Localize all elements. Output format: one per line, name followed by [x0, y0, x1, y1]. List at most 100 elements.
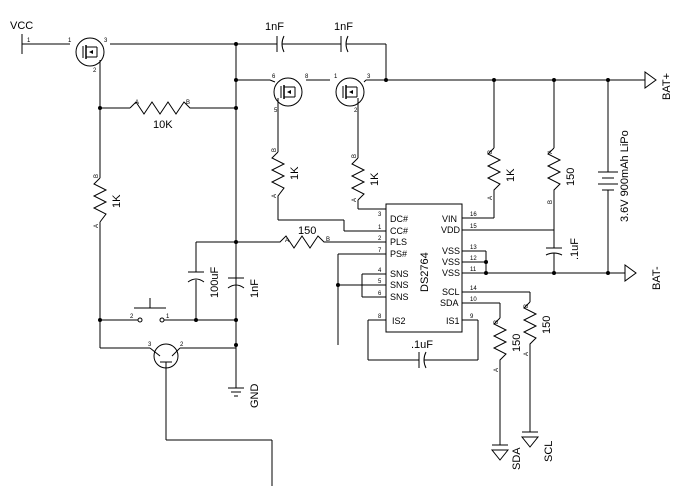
pin-mark: 6	[272, 74, 276, 80]
battery	[598, 171, 618, 196]
chip-pin-name: VSS	[442, 268, 460, 278]
chip-pin-name: VDD	[441, 225, 461, 235]
resistor-150-sda	[492, 317, 508, 370]
resistor-1k-right-value: 1K	[505, 168, 517, 182]
chip-pin-num: 14	[470, 286, 477, 292]
pin-mark: 8	[305, 74, 309, 80]
chip-name: DS2764	[419, 252, 431, 292]
wires	[21, 34, 645, 486]
resistor-10k	[129, 101, 194, 115]
pin-mark: A	[488, 196, 494, 200]
bat-plus-label: BAT+	[661, 73, 673, 100]
chip-pin-num: 12	[470, 256, 477, 262]
mosfet-top-left	[75, 37, 105, 67]
chip-pin-num: 11	[470, 267, 477, 273]
resistor-1k-left	[92, 177, 108, 223]
pin-mark: 5	[274, 108, 278, 114]
pin-mark: 1	[68, 38, 72, 44]
pin-mark: 3	[148, 342, 152, 348]
capacitor-top-1-value: 1nF	[265, 21, 284, 33]
pin-mark: B	[326, 237, 330, 243]
resistor-150-pls-value: 150	[298, 225, 316, 237]
mosfet-middle-1	[273, 77, 303, 107]
chip-pin-num: 9	[470, 314, 474, 320]
pin-mark: 3	[104, 38, 108, 44]
scl-port	[520, 431, 540, 448]
chip-pin-num: 7	[378, 248, 382, 254]
chip-pin-num: 5	[378, 279, 382, 285]
ground-symbol	[228, 387, 244, 397]
chip-pin-name: SNS	[390, 269, 409, 279]
sda-label: SDA	[511, 447, 523, 470]
resistor-1k-right	[486, 147, 502, 196]
capacitor-top-2-value: 1nF	[334, 21, 353, 33]
chip-pin-name: IS2	[392, 316, 406, 326]
chip-pin-num: 1	[378, 225, 382, 231]
chip-pin-name: PS#	[390, 249, 407, 259]
capacitor-1nf-low	[227, 277, 245, 289]
chip-pin-num: 4	[378, 268, 382, 274]
sda-port	[490, 444, 510, 461]
vcc-label: VCC	[10, 20, 33, 32]
bat-minus-label: BAT-	[651, 266, 663, 290]
pin-mark: 1	[27, 38, 31, 44]
capacitor-100uf	[187, 271, 205, 300]
pin-mark: 3	[367, 74, 371, 80]
chip-pin-name: SNS	[390, 292, 409, 302]
pin-mark: B	[524, 304, 530, 308]
pin-mark: 1	[166, 314, 170, 320]
resistor-150-scl-value: 150	[541, 316, 553, 334]
pin-mark: A	[494, 368, 500, 372]
pin-mark: A	[524, 352, 530, 356]
chip-pin-name: VIN	[442, 214, 457, 224]
npn-transistor	[149, 343, 181, 369]
pin-mark: A	[352, 198, 358, 202]
scl-label: SCL	[543, 441, 555, 462]
pin-mark: B	[548, 200, 554, 204]
resistor-150-right-value: 150	[565, 168, 577, 186]
pin-mark: 2	[354, 108, 358, 114]
chip-pin-num: 8	[378, 314, 382, 320]
pin-mark: A	[548, 150, 554, 154]
chip-pin-name: VSS	[442, 257, 460, 267]
capacitor-1nf-low-value: 1nF	[249, 279, 261, 298]
capacitor-vdd-value: .1uF	[569, 238, 581, 260]
chip-pin-num: 15	[470, 224, 477, 230]
pin-mark: B	[272, 148, 278, 152]
chip-pin-num: 2	[378, 236, 382, 242]
resistor-1k-mid-1-value: 1K	[289, 166, 301, 180]
battery-label: 3.6V 900mAh LiPo	[619, 130, 631, 222]
ds2764-chip	[385, 203, 463, 333]
capacitor-vdd	[545, 236, 563, 262]
pin-mark: 2	[130, 314, 134, 320]
chip-pin-name: DC#	[390, 214, 408, 224]
pin-mark: B	[186, 100, 190, 106]
pin-mark: A	[135, 100, 139, 106]
pin-mark: B	[94, 174, 100, 178]
resistor-1k-left-value: 1K	[111, 194, 123, 208]
pin-mark: B	[352, 154, 358, 158]
chip-pin-name: SDA	[440, 298, 459, 308]
chip-pin-num: 10	[470, 297, 477, 303]
chip-pin-name: PLS	[390, 237, 407, 247]
chip-pin-num: 6	[378, 291, 382, 297]
bat-plus-port	[644, 71, 657, 89]
capacitor-100uf-value: 100uF	[209, 267, 221, 298]
chip-pin-name: VSS	[442, 246, 460, 256]
pin-mark: B	[494, 320, 500, 324]
bat-minus-port	[624, 264, 637, 282]
gnd-label: GND	[249, 384, 261, 409]
resistor-150-scl	[522, 301, 538, 354]
capacitor-top-1	[264, 35, 296, 53]
pin-mark: 2	[93, 68, 97, 74]
push-button	[128, 298, 174, 323]
resistor-150-sda-value: 150	[511, 334, 523, 352]
resistor-1k-mid-2-value: 1K	[369, 172, 381, 186]
capacitor-top-2	[330, 35, 358, 53]
chip-pin-name: SCL	[442, 287, 460, 297]
chip-pin-name: IS1	[446, 316, 460, 326]
pin-mark: 2	[180, 342, 184, 348]
pin-mark: A	[272, 194, 278, 198]
resistor-10k-value: 10K	[153, 119, 173, 131]
